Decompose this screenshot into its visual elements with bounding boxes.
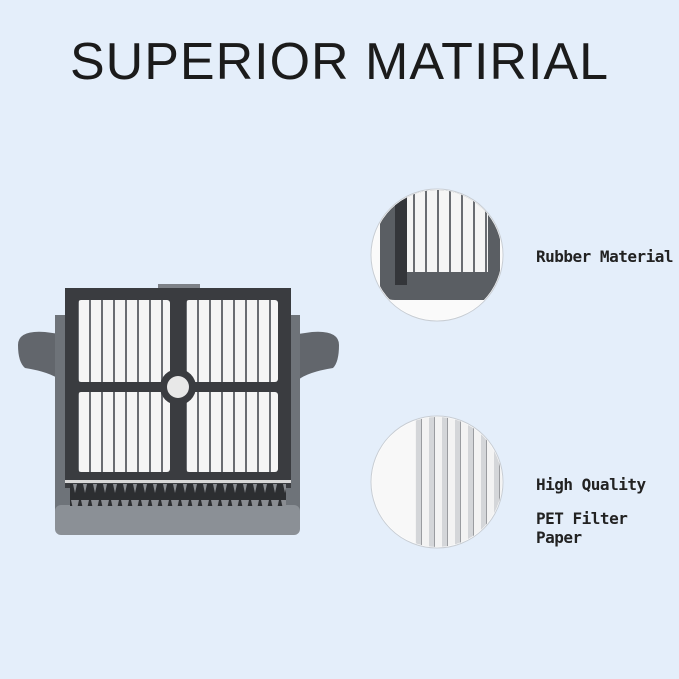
page-title: SUPERIOR MATIRIAL <box>69 33 609 91</box>
high-quality-label: High Quality <box>536 475 646 494</box>
filter-product <box>18 284 339 535</box>
rubber-material-label: Rubber Material <box>536 247 674 266</box>
pet-filter-paper-label: PET Filter Paper <box>536 509 628 547</box>
filter-paper-detail-circle <box>370 415 504 549</box>
rubber-detail-circle <box>370 188 504 322</box>
